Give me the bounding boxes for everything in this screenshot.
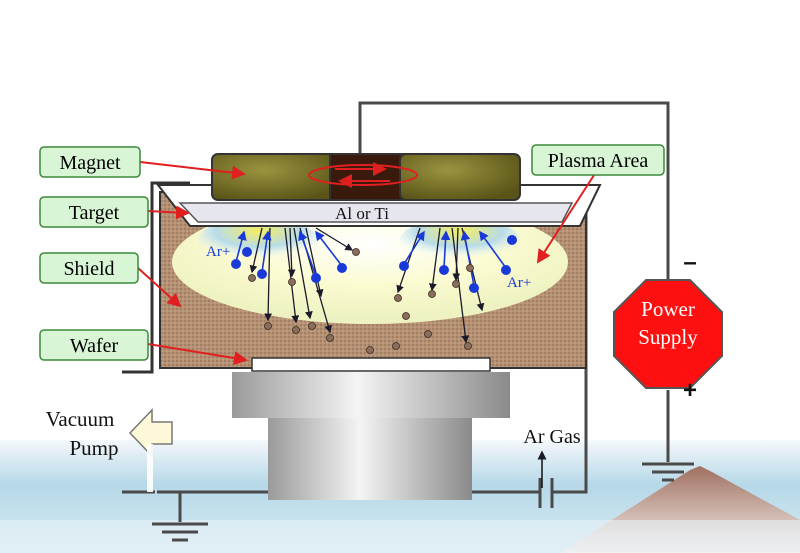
plasma-glow-right [400,218,520,262]
octagon-icon [613,279,723,389]
argon-ion-arrows [235,230,507,287]
magnet-core [329,153,407,201]
label-magnet: Magnet [39,146,141,178]
label-shield: Shield [39,252,139,284]
capacitor-icon [538,478,554,508]
power-supply: Power Supply – + [613,249,723,404]
label-pointers [137,161,597,365]
magnet-left-pole [211,153,341,201]
magnet-right-pole [399,153,521,201]
label-shield-text: Shield [63,258,114,280]
magnet-assembly [211,153,521,201]
label-plasma-area: Plasma Area [531,144,665,176]
sputtered-atoms [248,248,474,354]
label-plasma-area-text: Plasma Area [548,150,649,172]
plus-sign: + [683,377,697,404]
ground-icon [152,522,208,542]
ar-gas-inlet: Ar Gas [523,426,581,488]
label-wafer-text: Wafer [70,335,119,357]
magnetic-field-loop [308,164,418,186]
label-target: Target [39,196,149,228]
argon-ions [231,235,517,293]
target-plate [178,202,574,223]
power-supply-line1: Power [641,297,695,321]
pedestal-stem [268,415,472,500]
label-magnet-text: Magnet [59,152,121,174]
label-wafer: Wafer [39,329,149,361]
target-material-text: Al or Ti [335,204,389,223]
label-target-text: Target [69,202,120,224]
wafer [251,357,491,372]
minus-sign: – [683,249,696,276]
ion-label-left: Ar+ [206,244,230,260]
ion-label-right: Ar+ [507,275,531,291]
vacuum-pump: Vacuum Pump [46,407,173,492]
vacuum-label-line1: Vacuum [46,407,115,431]
wafer-pedestal [232,357,510,500]
ground-icon [642,462,694,482]
ar-gas-label: Ar Gas [523,426,580,448]
pedestal-chuck [232,372,510,418]
power-supply-line2: Supply [638,325,698,349]
vacuum-label-line2: Pump [69,436,118,460]
